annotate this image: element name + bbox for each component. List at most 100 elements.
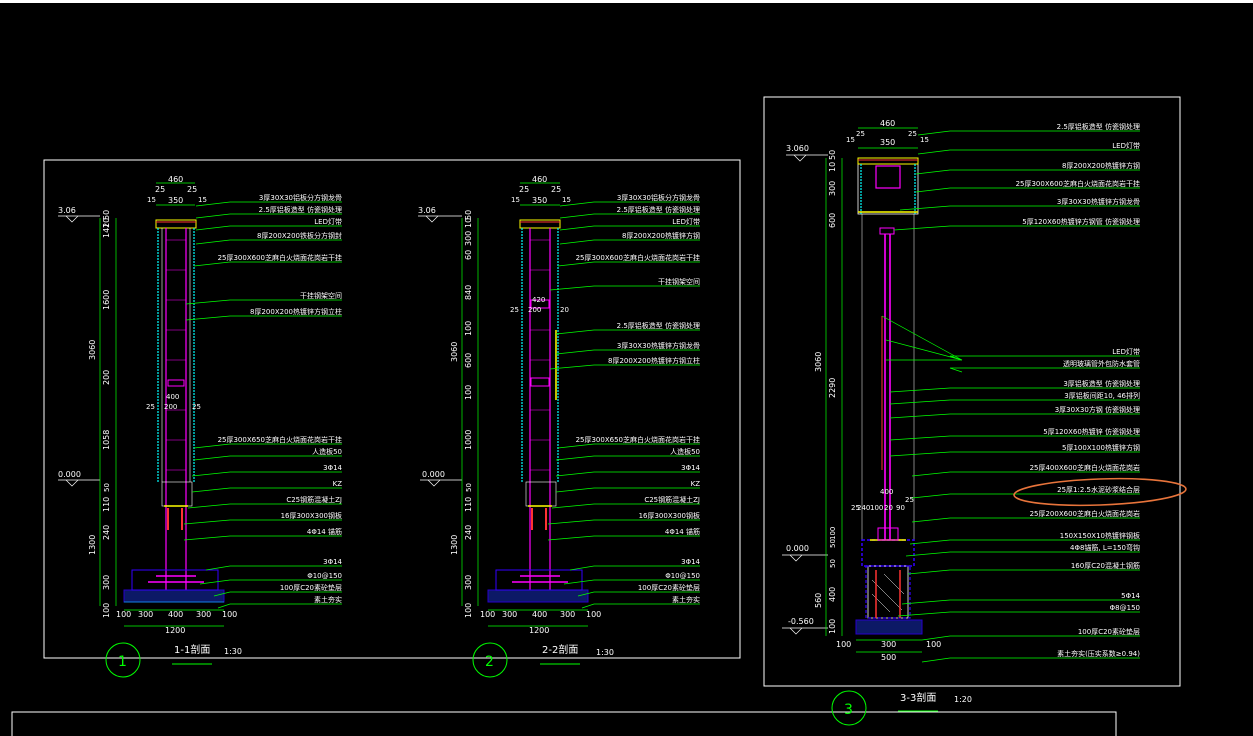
svg-text:300: 300 — [502, 610, 517, 619]
svg-text:400: 400 — [828, 587, 837, 602]
leader-line — [909, 539, 1140, 545]
svg-text:400: 400 — [532, 610, 547, 619]
section-marker-3 — [831, 690, 867, 726]
svg-text:50: 50 — [829, 539, 837, 548]
svg-text:240: 240 — [102, 525, 111, 540]
svg-text:350: 350 — [532, 196, 547, 205]
callout-label: 100厚C20素砼垫层 — [638, 583, 700, 592]
leader-line — [889, 387, 1140, 393]
leader-line — [901, 599, 1140, 605]
callout-label: 2.5厚铝板造型 仿瓷钢处理 — [1057, 122, 1140, 131]
leader-line — [193, 261, 342, 267]
svg-text:100: 100 — [464, 603, 473, 618]
svg-text:90: 90 — [896, 504, 905, 512]
svg-text:240: 240 — [857, 504, 870, 512]
svg-text:50: 50 — [829, 559, 837, 568]
callout-label: 4Φ14 锚筋 — [307, 527, 342, 536]
svg-text:15: 15 — [846, 136, 855, 144]
svg-text:300: 300 — [102, 575, 111, 590]
callout-label: 3Φ14 — [681, 558, 700, 566]
svg-text:3.06: 3.06 — [418, 206, 436, 215]
callout-label: 16厚300X300钢板 — [639, 511, 700, 520]
elevation-label: 0.000 — [58, 470, 81, 479]
section-title: 3-3剖面 — [900, 691, 936, 704]
svg-text:460: 460 — [880, 119, 895, 128]
leader-line — [213, 591, 342, 597]
section-title: 1-1剖面 — [174, 643, 210, 656]
svg-text:600: 600 — [464, 353, 473, 368]
svg-text:25: 25 — [192, 403, 201, 411]
leader-line — [195, 225, 342, 231]
svg-text:25: 25 — [851, 504, 860, 512]
svg-text:1058: 1058 — [102, 430, 111, 450]
callout-label: 干挂钢架空间 — [658, 277, 700, 286]
svg-text:15: 15 — [920, 136, 929, 144]
svg-text:300: 300 — [881, 640, 896, 649]
callout-label: 5厚120X60热镀锌方钢管 仿瓷钢处理 — [1022, 217, 1140, 226]
leader-line — [555, 349, 700, 355]
svg-text:25: 25 — [510, 306, 519, 314]
svg-text:50: 50 — [828, 150, 837, 160]
leader-line — [191, 471, 342, 477]
leader-line — [897, 611, 1140, 617]
highlight-annotation — [1013, 477, 1187, 507]
svg-text:400: 400 — [880, 488, 893, 496]
svg-text:100: 100 — [829, 527, 837, 540]
section-marker-2 — [472, 642, 508, 678]
leader-line — [547, 535, 700, 541]
leader-line — [555, 455, 700, 461]
leader-line — [185, 299, 342, 305]
leader-line — [905, 551, 1140, 557]
svg-text:60: 60 — [464, 250, 473, 260]
callout-label: 人造板50 — [670, 447, 700, 456]
callout-label: 3厚30X30方钢 仿瓷钢处理 — [1055, 405, 1140, 414]
callout-label: LED灯带 — [1112, 141, 1140, 150]
callout-label: C25钢筋混凝土ZJ — [644, 495, 700, 504]
leader-line — [193, 443, 342, 449]
command-line-frame[interactable] — [11, 711, 1117, 736]
callout-label: 150X150X10热镀锌钢板 — [1060, 531, 1140, 540]
leader-line — [549, 285, 700, 291]
callout-label: 2.5厚铝板造型 仿瓷钢处理 — [617, 205, 700, 214]
callout-label: 3厚铝板造型 仿瓷钢处理 — [1063, 379, 1140, 388]
svg-text:100: 100 — [926, 640, 941, 649]
leader-line — [889, 435, 1140, 441]
section-scale: 1:20 — [954, 695, 972, 704]
callout-label: 5Φ14 — [1121, 592, 1140, 600]
svg-text:1200: 1200 — [529, 626, 549, 635]
svg-text:1600: 1600 — [102, 290, 111, 310]
callout-label: 人造板50 — [312, 447, 342, 456]
callout-label: C25钢筋混凝土ZJ — [286, 495, 342, 504]
leader-line — [921, 657, 1140, 663]
callout-label: LED灯带 — [1112, 347, 1140, 356]
svg-text:500: 500 — [881, 653, 896, 662]
svg-text:0.000: 0.000 — [786, 544, 809, 553]
svg-text:350: 350 — [880, 138, 895, 147]
leader-line — [195, 213, 342, 219]
leader-line — [921, 635, 1140, 641]
dim-text: 25 — [187, 185, 197, 194]
svg-text:100: 100 — [870, 504, 883, 512]
callout-label: 3厚30X30铝板分方钢龙骨 — [259, 193, 342, 202]
leader-line — [559, 239, 700, 245]
leader-line — [893, 225, 1140, 231]
dim-text: 25 — [155, 185, 165, 194]
leader-line — [917, 130, 1140, 136]
svg-text:0.000: 0.000 — [422, 470, 445, 479]
svg-text:-0.560: -0.560 — [788, 617, 814, 626]
svg-text:400: 400 — [166, 393, 179, 401]
svg-text:100: 100 — [116, 610, 131, 619]
svg-text:1000: 1000 — [464, 430, 473, 450]
leader-line — [555, 471, 700, 477]
svg-text:25: 25 — [146, 403, 155, 411]
leader-line — [557, 261, 700, 267]
callout-label: 2.5厚铝板造型 仿瓷钢处理 — [617, 321, 700, 330]
dim-text: 350 — [168, 196, 183, 205]
svg-text:50: 50 — [103, 483, 111, 492]
svg-text:1300: 1300 — [88, 535, 97, 555]
leader-line — [559, 225, 700, 231]
leader-line — [917, 149, 1140, 155]
leader-line — [889, 399, 1140, 405]
